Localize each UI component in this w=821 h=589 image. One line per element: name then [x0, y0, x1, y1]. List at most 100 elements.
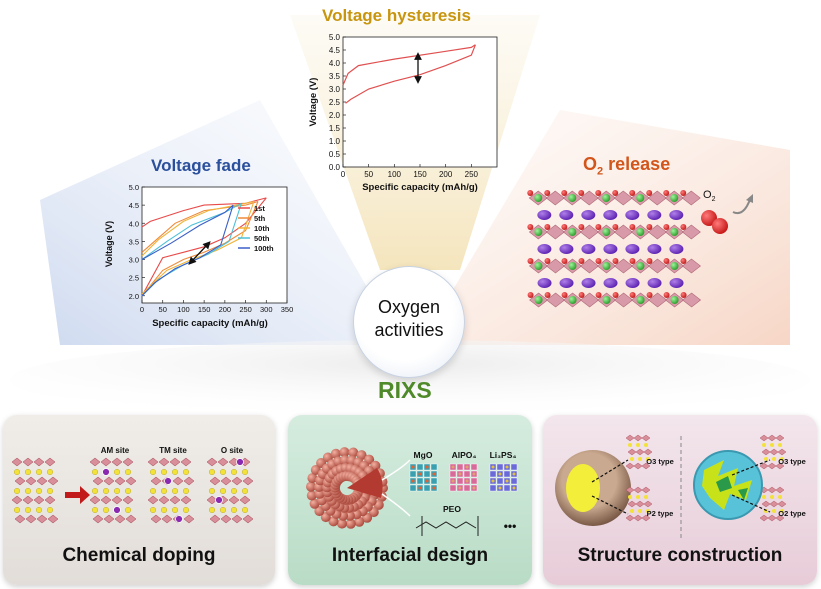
dopant-atom	[102, 468, 110, 476]
doping-alkali-atom	[219, 506, 226, 513]
sc-alkali-atom	[628, 443, 632, 447]
doping-octahedron	[231, 476, 243, 486]
doping-octahedron	[44, 495, 56, 505]
hyst-ytick-label: 4.0	[329, 59, 341, 68]
coating-atom	[411, 479, 415, 483]
fade-xtick-label: 100	[177, 305, 190, 314]
hysteresis-xlabel: Specific capacity (mAh/g)	[362, 182, 478, 193]
hysteresis-charge-curve	[342, 44, 476, 86]
interfacial-design-title: Interfacial design	[331, 545, 489, 566]
doping-alkali-atom	[241, 469, 248, 476]
coating-cell	[510, 477, 518, 485]
sc-octahedron	[643, 448, 653, 456]
sc-octahedron	[759, 434, 769, 442]
alkali-atom	[559, 244, 574, 254]
hyst-ytick-label: 1.0	[329, 137, 341, 146]
alkali-atom	[647, 278, 662, 288]
doping-alkali-atom	[208, 469, 215, 476]
coating-atom	[472, 486, 476, 490]
doping-alkali-atom	[219, 488, 226, 495]
oxygen-atom	[595, 224, 602, 230]
peo-structure	[415, 516, 479, 536]
fade-ytick-label: 2.5	[129, 274, 139, 283]
particle-bead	[306, 481, 316, 492]
oxygen-atom	[544, 258, 551, 264]
doping-alkali-atom	[47, 506, 54, 513]
doping-octahedron	[239, 495, 251, 505]
sc-alkali-atom	[646, 457, 650, 461]
fade-charge-curve-5th	[141, 200, 259, 253]
doping-octahedron	[47, 514, 59, 524]
o3-type-label-right: O3 type	[778, 457, 806, 466]
doping-alkali-atom	[91, 469, 98, 476]
fade-xtick-label: 50	[159, 305, 167, 314]
activities-label: activities	[374, 320, 444, 340]
tm-atom	[636, 194, 645, 202]
hyst-xtick-label: 250	[465, 170, 479, 179]
hysteresis-discharge-curve	[345, 44, 476, 104]
doping-alkali-atom	[36, 506, 43, 513]
sc-alkali-atom	[630, 509, 634, 513]
oxygen-atom	[578, 292, 585, 298]
dopant-atom	[164, 477, 172, 485]
oxygen-atom	[578, 190, 585, 196]
doping-alkali-atom	[171, 488, 178, 495]
coating-atom	[498, 486, 502, 490]
coating-cell	[423, 484, 431, 492]
doping-octahedron	[147, 457, 159, 467]
doping-octahedron	[125, 476, 137, 486]
coating-cell	[430, 477, 438, 485]
sc-alkali-atom	[630, 457, 634, 461]
doping-octahedron	[33, 495, 45, 505]
oxygen-atom	[663, 258, 670, 264]
oxygen-atom	[663, 190, 670, 196]
doping-octahedron	[22, 457, 34, 467]
doping-alkali-atom	[47, 469, 54, 476]
doping-octahedron	[25, 514, 37, 524]
coating-cell	[409, 470, 417, 478]
particle-bead	[306, 490, 317, 501]
doping-alkali-atom	[241, 488, 248, 495]
doping-octahedron	[14, 476, 26, 486]
doping-octahedron	[103, 514, 115, 524]
peo-label: PEO	[443, 504, 461, 514]
coating-cell	[463, 484, 471, 492]
coating-atom	[425, 465, 429, 469]
doping-alkali-atom	[149, 469, 156, 476]
oxygen-atom	[561, 292, 568, 298]
oxygen-atom	[578, 224, 585, 230]
coating-cell	[449, 484, 457, 492]
particle-bead	[339, 447, 350, 458]
sc-octahedron	[775, 462, 785, 470]
fade-charge-curve-10th	[141, 200, 255, 257]
doping-octahedron	[242, 514, 254, 524]
oxygen-atom	[680, 258, 687, 264]
oxygen-atom	[629, 190, 636, 196]
doping-alkali-atom	[13, 506, 20, 513]
particle-bead	[307, 473, 318, 484]
hyst-ytick-label: 3.5	[329, 72, 341, 81]
doping-octahedron	[158, 457, 170, 467]
sc-octahedron	[769, 500, 779, 508]
alkali-atom	[581, 210, 596, 220]
sc-alkali-atom	[644, 495, 648, 499]
doping-octahedron	[183, 476, 195, 486]
sc-alkali-atom	[770, 495, 774, 499]
alkali-atom	[537, 210, 552, 220]
sc-octahedron	[641, 434, 651, 442]
hyst-ytick-label: 0.5	[329, 150, 341, 159]
fade-ytick-label: 5.0	[129, 183, 139, 192]
o2-label-sub: 2	[712, 196, 716, 203]
doping-arrow-icon	[65, 486, 90, 504]
coating-atom	[498, 472, 502, 476]
doping-alkali-atom	[47, 488, 54, 495]
o2-release-o: O	[583, 154, 598, 174]
sc-octahedron	[641, 462, 651, 470]
sc-octahedron	[777, 448, 787, 456]
sc-octahedron	[627, 500, 637, 508]
sc-octahedron	[625, 434, 635, 442]
hyst-ytick-label: 1.5	[329, 124, 341, 133]
oxygen-atom	[595, 292, 602, 298]
doping-alkali-atom	[13, 488, 20, 495]
sc-octahedron	[643, 500, 653, 508]
